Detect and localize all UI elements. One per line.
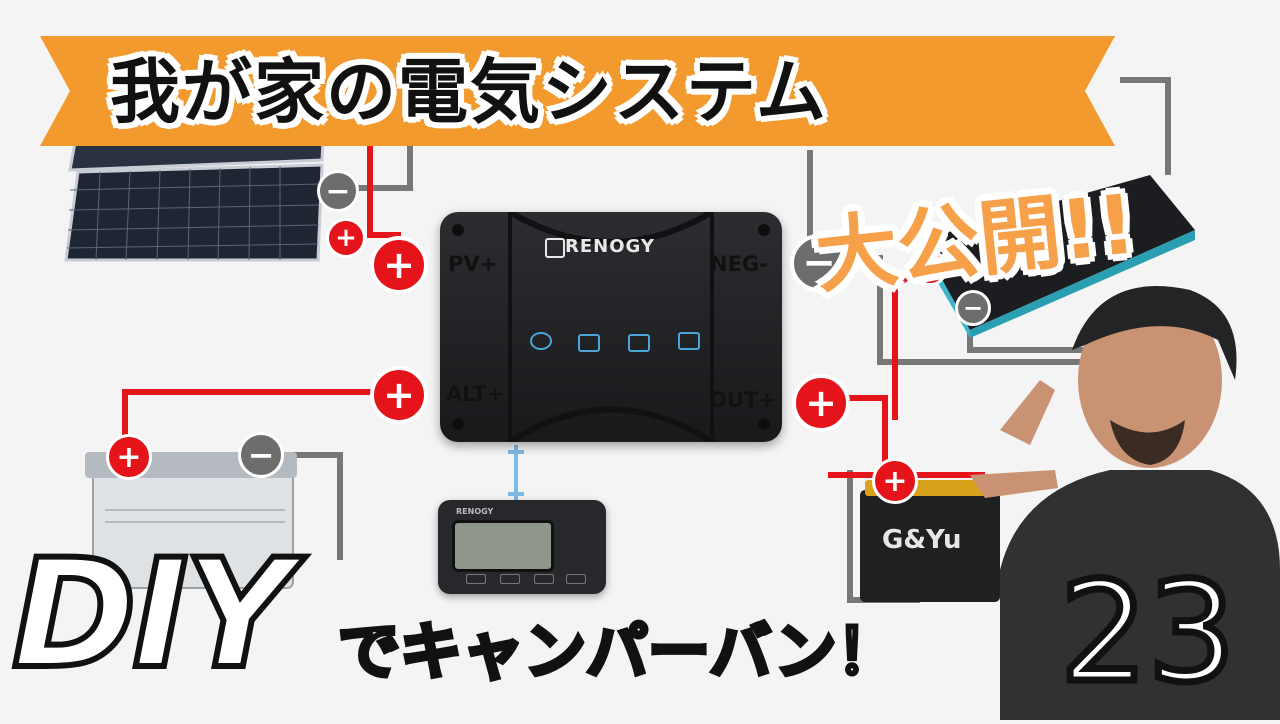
car-battery-negative-terminal: − xyxy=(238,432,284,478)
diy-logo-text: DIY xyxy=(9,525,296,705)
panel-positive-terminal: + xyxy=(326,218,366,258)
car-battery-positive-terminal: + xyxy=(106,434,152,480)
pv-positive-terminal: + xyxy=(370,236,428,294)
neg-terminal: − xyxy=(790,234,848,292)
inverter-positive-terminal: + xyxy=(912,250,948,286)
monitor-lcd xyxy=(452,520,554,572)
monitor-buttons xyxy=(466,574,586,584)
panel-negative-terminal: − xyxy=(317,170,359,212)
battery-brand-label: G&Yu xyxy=(882,525,962,555)
inverter-negative-terminal: − xyxy=(955,290,991,326)
battery-indicator-icon xyxy=(628,334,650,352)
solar-indicator-icon xyxy=(530,332,552,350)
monitor-brand: RENOGY xyxy=(456,507,494,516)
banner-title: 我が家の電気システム xyxy=(110,51,828,133)
alt-positive-terminal: + xyxy=(370,366,428,424)
title-banner xyxy=(40,36,1115,146)
sub-battery-positive-terminal: + xyxy=(872,458,918,504)
port-label-neg: NEG- xyxy=(710,252,768,276)
out-positive-terminal: + xyxy=(792,374,850,432)
sub-battery-right: G&Yu xyxy=(860,470,1000,605)
port-label-pv: PV+ xyxy=(448,252,498,276)
check-indicator-icon xyxy=(678,332,700,350)
renogy-logo-icon xyxy=(545,238,565,258)
vehicle-indicator-icon xyxy=(578,334,600,352)
presenter-photo xyxy=(960,270,1280,720)
series-subtitle: でキャンパーバン！ xyxy=(336,613,900,690)
dc-charge-controller xyxy=(440,212,782,442)
port-label-alt: ALT+ xyxy=(446,382,505,406)
port-label-out: OUT+ xyxy=(709,388,776,412)
episode-number: 23 xyxy=(1057,552,1240,713)
controller-brand: RENOGY xyxy=(565,236,655,257)
